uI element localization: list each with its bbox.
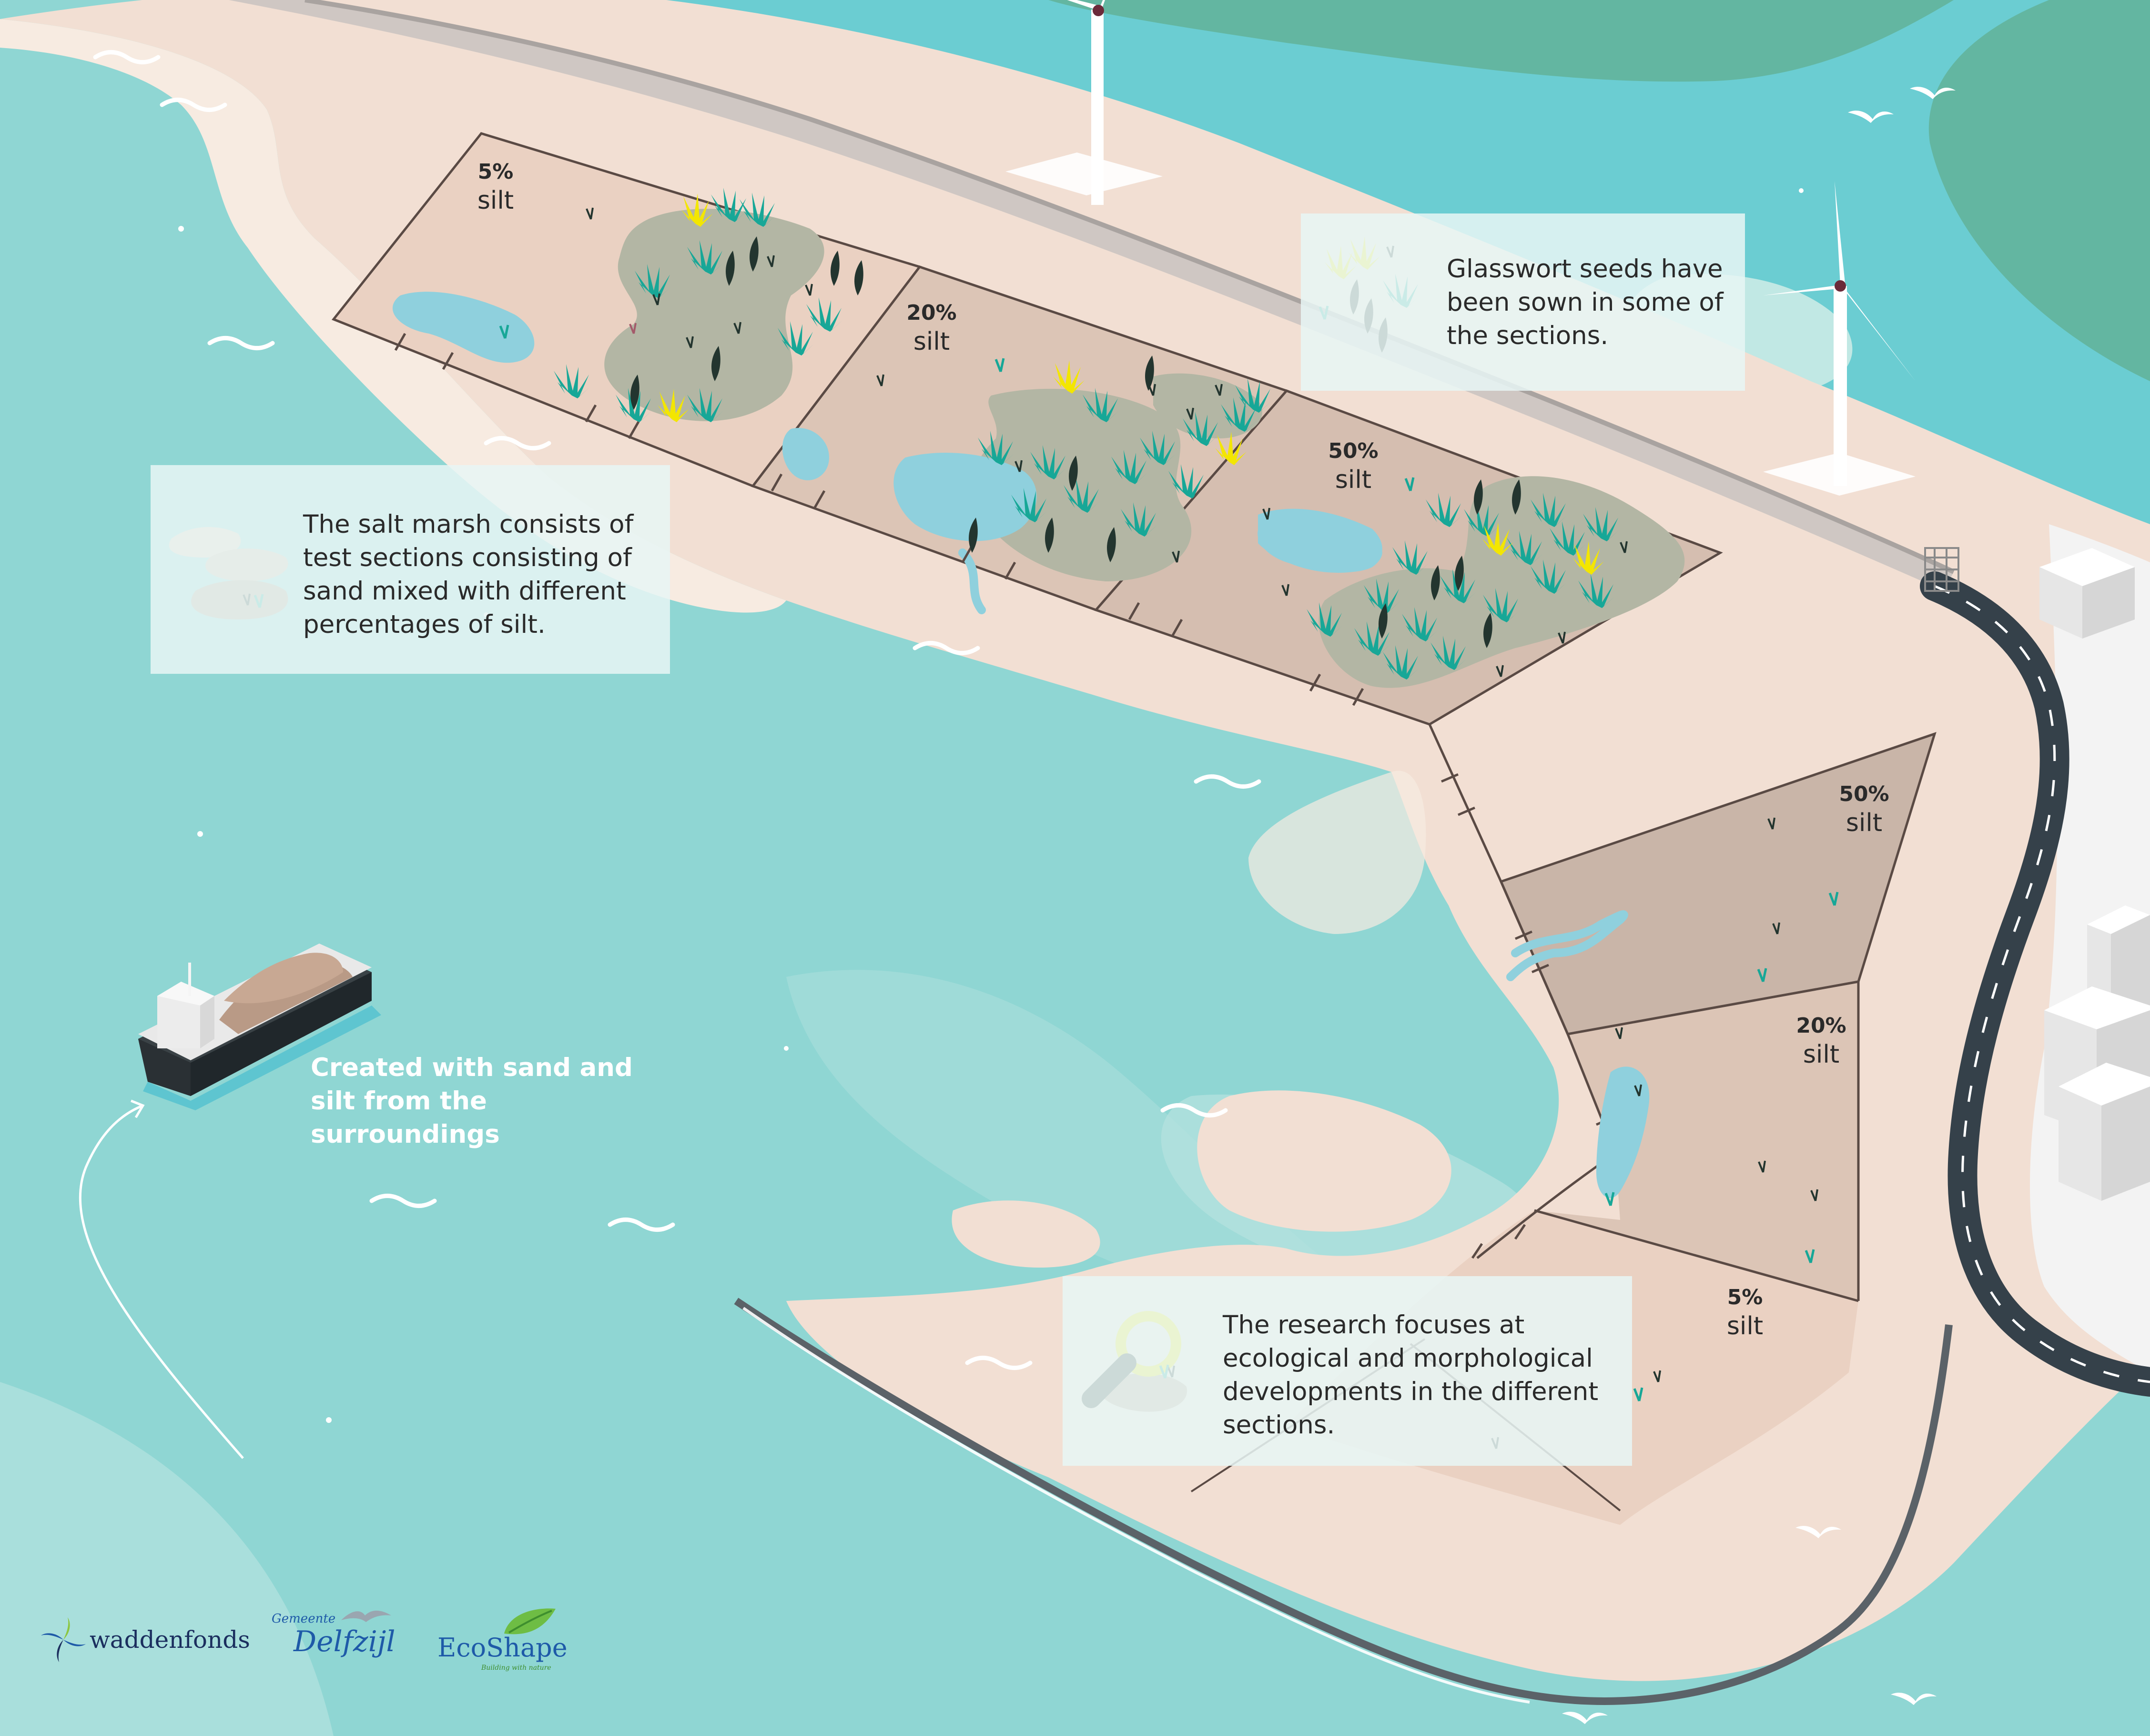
wind-turbine-icon (1067, 0, 1105, 205)
callout-research: The research focuses at ecological and m… (1063, 1276, 1632, 1466)
callout-saltmarsh-text: The salt marsh consists of test sections… (303, 510, 634, 639)
label-upper-50: 50% silt (1328, 439, 1379, 494)
gemeente-text: Gemeente (272, 1612, 336, 1626)
label-upper-20: 20% silt (906, 301, 957, 356)
waddenfonds-text: waddenfonds (90, 1626, 250, 1654)
waddenfonds-mark-icon (41, 1617, 86, 1662)
label-upper-5: 5% silt (477, 160, 514, 215)
ecoshape-text: EcoShape (437, 1633, 568, 1663)
label-lower-20: 20% silt (1796, 1014, 1846, 1069)
ecoshape-leaf-icon (504, 1608, 556, 1634)
gull-icon (341, 1610, 391, 1622)
waddenfonds-logo: waddenfonds (37, 1614, 256, 1666)
ecoshape-tagline: Building with nature (481, 1664, 551, 1672)
delfzijl-logo: Gemeente Delfzijl (265, 1601, 408, 1673)
callout-saltmarsh: The salt marsh consists of test sections… (151, 465, 670, 674)
wind-turbine-icon-2 (1763, 181, 1916, 486)
callout-glasswort: Glasswort seeds have been sown in some o… (1301, 213, 1745, 391)
callout-glasswort-text: Glasswort seeds have been sown in some o… (1447, 254, 1724, 350)
ship-icon (138, 944, 381, 1110)
label-lower-5: 5% silt (1726, 1285, 1764, 1340)
ship-caption: Created with sand and silt from the surr… (311, 1053, 633, 1149)
label-lower-50: 50% silt (1839, 782, 1889, 837)
callout-research-text: The research focuses at ecological and m… (1223, 1310, 1599, 1440)
delfzijl-text: Delfzijl (294, 1625, 396, 1658)
ecoshape-logo: EcoShape Building with nature (437, 1608, 571, 1677)
